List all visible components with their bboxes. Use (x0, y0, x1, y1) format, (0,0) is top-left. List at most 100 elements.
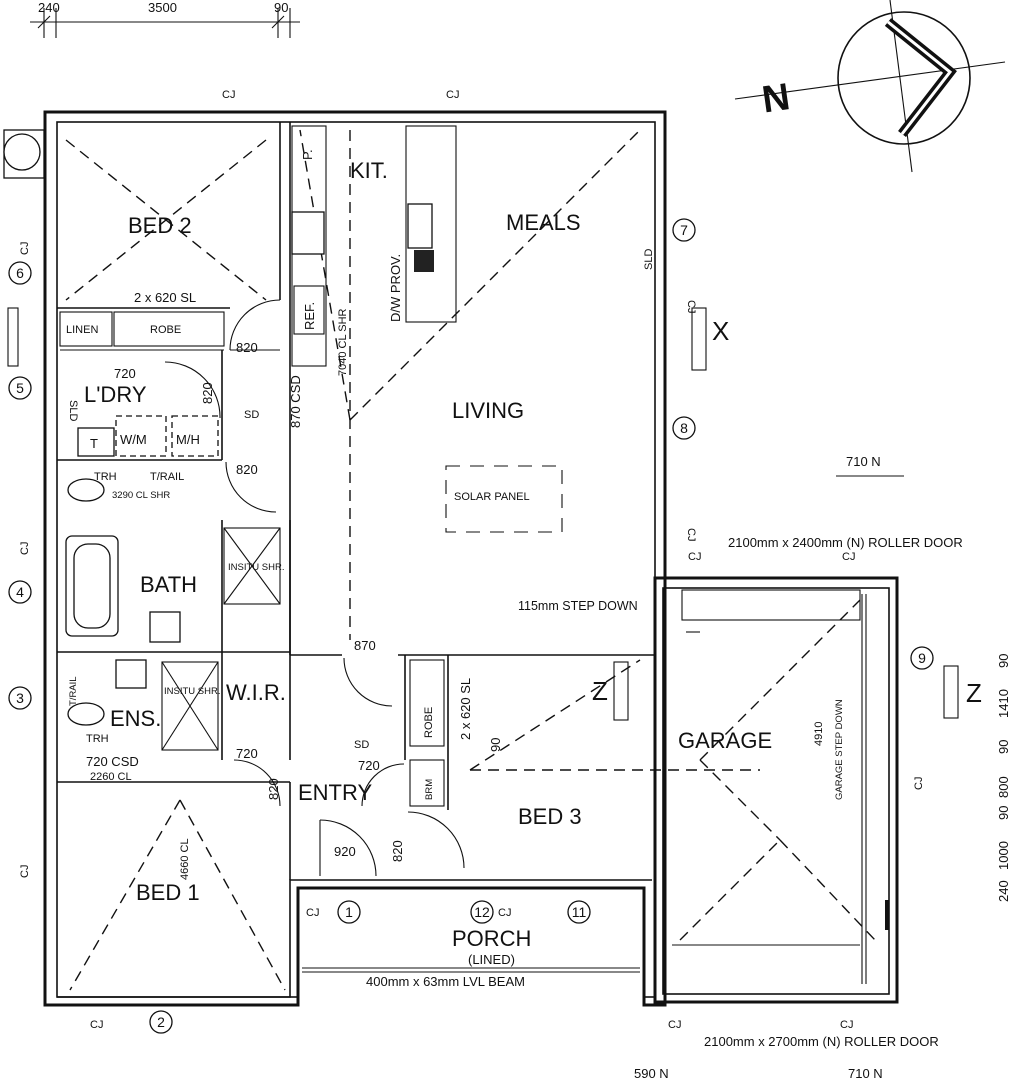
cj-8: CJ (842, 551, 855, 563)
svg-text:12: 12 (474, 904, 490, 920)
insitu-shr-a: INSITU SHR. (228, 562, 284, 573)
svg-text:11: 11 (572, 904, 587, 920)
rdim-90-c: 90 (996, 806, 1011, 820)
dim-90: 90 (274, 0, 288, 15)
svg-text:8: 8 (680, 420, 688, 436)
robe-bed3: ROBE (423, 707, 435, 738)
window-tag-1: 1 (337, 900, 361, 924)
section-x: X (712, 316, 729, 346)
window-tag-2: 2 (149, 1010, 173, 1034)
window-tag-11: 11 (567, 900, 591, 924)
cj-6: CJ (19, 542, 31, 555)
ceiling-lines (65, 129, 876, 991)
towel-rail-vertical: T/RAIL (68, 676, 79, 706)
roller-door-bottom: 2100mm x 2700mm (N) ROLLER DOOR (704, 1034, 939, 1049)
sl-bed3: 2 x 620 SL (458, 678, 473, 740)
cj-3: CJ (19, 242, 31, 255)
robe-label: ROBE (150, 324, 181, 336)
rdim-90-b: 90 (996, 740, 1011, 754)
room-garage: GARAGE (678, 728, 772, 753)
cj-11: CJ (306, 907, 319, 919)
svg-text:3: 3 (16, 690, 24, 706)
towel-rail: T/RAIL (150, 471, 184, 483)
doors (164, 299, 465, 877)
door-820-a: 820 (236, 340, 258, 355)
svg-text:2: 2 (157, 1014, 165, 1030)
brm-label: BRM (424, 779, 435, 800)
room-kit: KIT. (350, 158, 388, 183)
cl-2260: 2260 CL (90, 771, 132, 783)
toilet-2 (67, 702, 105, 726)
cj-14: CJ (668, 1019, 681, 1031)
shr-3290: 3290 CL SHR (112, 490, 170, 501)
room-bed2: BED 2 (128, 213, 192, 238)
dim-710-top: 710 N (846, 454, 881, 469)
room-wir: W.I.R. (226, 680, 286, 705)
svg-text:5: 5 (16, 380, 24, 396)
cl-4660: 4660 CL (179, 838, 191, 880)
csd-870: 870 CSD (288, 375, 303, 428)
north-arrow: N (734, 0, 1006, 173)
lvl-beam: 400mm x 63mm LVL BEAM (366, 974, 525, 989)
smoke-detector-a: SD (244, 409, 259, 421)
svg-text:7: 7 (680, 222, 688, 238)
room-bath: BATH (140, 572, 197, 597)
cj-1: CJ (222, 89, 235, 101)
annotations: 2 x 620 SL LINEN ROBE 720 820 820 820 SD… (66, 149, 982, 1080)
room-porch-lined: (LINED) (468, 952, 515, 967)
rdim-1000: 1000 (996, 841, 1011, 870)
window-tag-5: 5 (8, 376, 32, 400)
door-820-b: 820 (200, 382, 215, 404)
pantry-label: P. (300, 149, 315, 160)
section-z2: Z (966, 678, 982, 708)
cj-5: CJ (685, 528, 697, 541)
dim-4910: 4910 (813, 722, 825, 746)
meter-hot: M/H (176, 432, 200, 447)
shr-7040: 7040 CL SHR (337, 308, 349, 376)
dim-240: 240 (38, 0, 60, 15)
north-label: N (760, 76, 793, 121)
dim-90-bed3: 90 (488, 738, 503, 752)
csd-720: 720 CSD (86, 754, 139, 769)
dim-3500: 3500 (148, 0, 177, 15)
sl-bed2: 2 x 620 SL (134, 290, 196, 305)
svg-text:6: 6 (16, 265, 24, 281)
control-joints: CJ CJ CJ CJ CJ CJ CJ CJ CJ CJ CJ CJ CJ C… (19, 89, 925, 1031)
room-bed3: BED 3 (518, 804, 582, 829)
window-tag-9: 9 (910, 646, 934, 670)
dim-710-bottom: 710 N (848, 1066, 883, 1080)
garage-step-down: GARAGE STEP DOWN (834, 699, 845, 800)
cj-4: CJ (685, 300, 697, 313)
fixtures (3, 129, 959, 726)
wir-door-720: 720 (236, 746, 258, 761)
sld-a: SLD (67, 400, 79, 421)
linen-label: LINEN (66, 324, 98, 336)
cj-13: CJ (90, 1019, 103, 1031)
room-bed1: BED 1 (136, 880, 200, 905)
right-dimensions: 90 1410 90 800 90 1000 240 (996, 654, 1011, 902)
room-ldry: L'DRY (84, 382, 147, 407)
rdim-240: 240 (996, 880, 1011, 902)
cj-15: CJ (840, 1019, 853, 1031)
cj-9: CJ (913, 777, 925, 790)
door-870: 870 (354, 638, 376, 653)
room-entry: ENTRY (298, 780, 372, 805)
window-tags: 1 2 3 4 5 6 7 8 9 11 12 (8, 218, 934, 1034)
step-down: 115mm STEP DOWN (518, 599, 638, 613)
room-labels: BED 2 KIT. MEALS LIVING L'DRY BATH ENS. … (84, 158, 772, 967)
door-820-c: 820 (236, 462, 258, 477)
entry-door-720: 720 (358, 758, 380, 773)
rdim-90-a: 90 (996, 654, 1011, 668)
svg-text:9: 9 (918, 650, 926, 666)
rdim-1410: 1410 (996, 689, 1011, 718)
window-tag-3: 3 (8, 686, 32, 710)
room-porch: PORCH (452, 926, 531, 951)
door-820-e: 820 (390, 840, 405, 862)
smoke-detector-b: SD (354, 739, 369, 751)
sld-b: SLD (643, 249, 655, 270)
trough-label: T (90, 436, 98, 451)
trh-a: TRH (94, 471, 117, 483)
washing-machine: W/M (120, 432, 147, 447)
rdim-800: 800 (996, 776, 1011, 798)
